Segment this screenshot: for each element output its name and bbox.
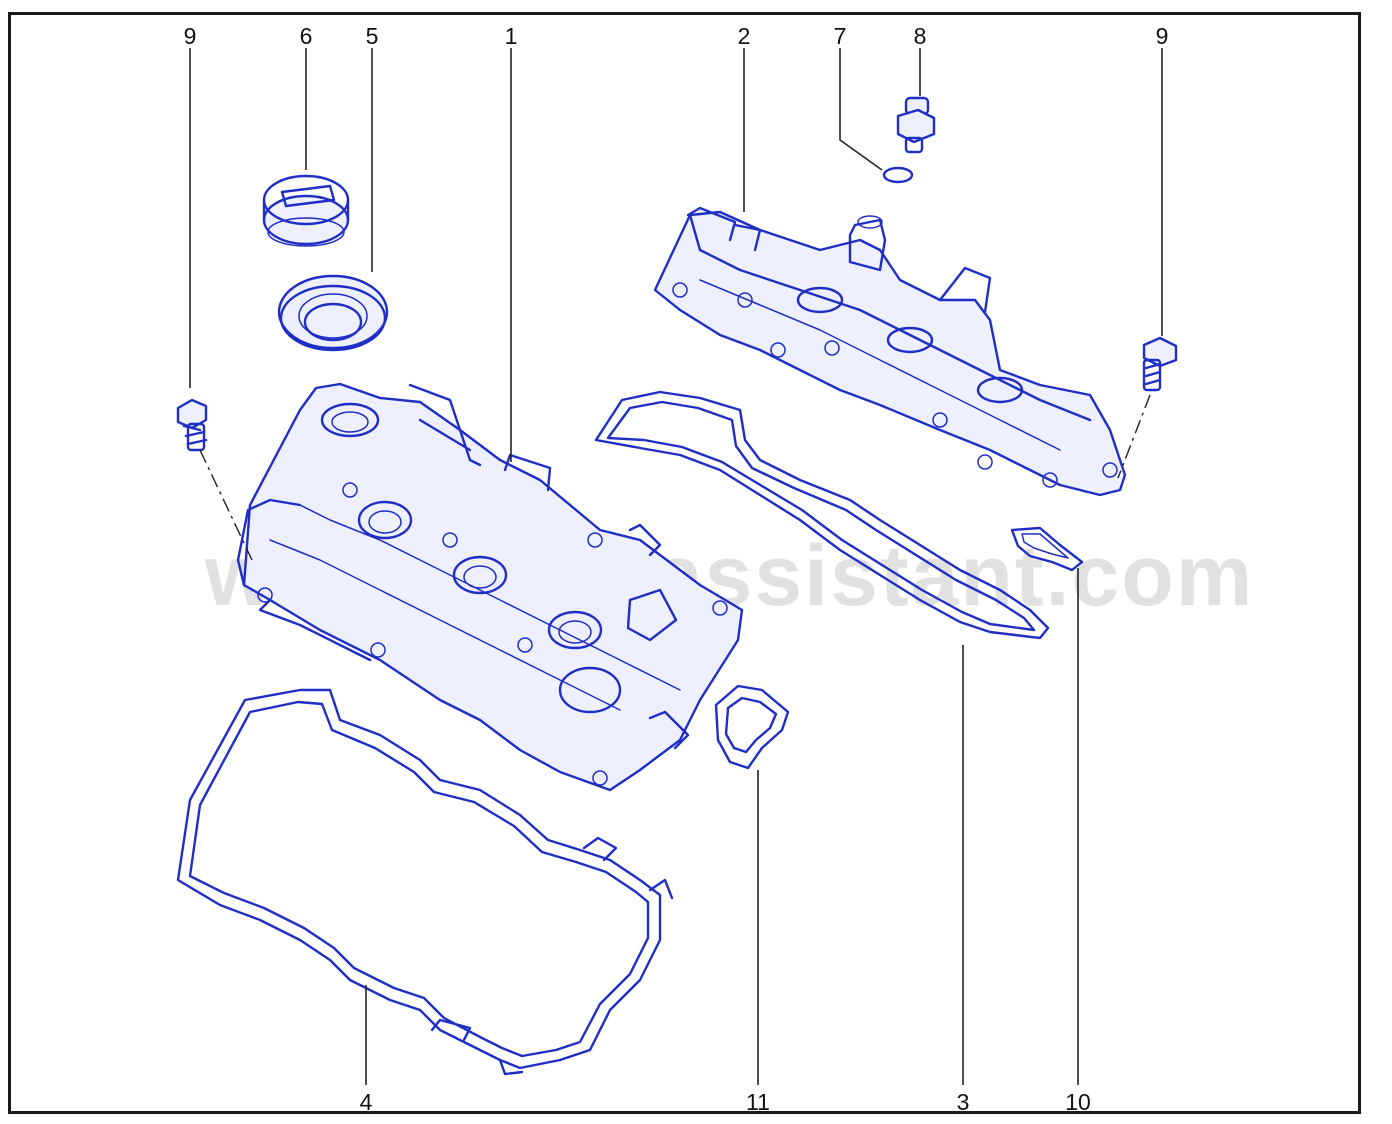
part-bolt-left (176, 398, 208, 452)
part-small-gasket-front (714, 684, 790, 770)
callout-5: 5 (366, 23, 379, 49)
callout-7: 7 (834, 23, 847, 49)
part-gasket-rear (594, 390, 1050, 640)
callout-9-right: 9 (1156, 23, 1169, 49)
callout-labels: 9 6 5 1 2 7 8 9 4 11 3 10 (184, 23, 1169, 1115)
callout-9-left: 9 (184, 23, 197, 49)
callout-8: 8 (914, 23, 927, 49)
callout-1: 1 (505, 23, 518, 49)
part-pcv-fitting (896, 96, 936, 154)
callout-2: 2 (738, 23, 751, 49)
part-valve-cover-front (236, 382, 744, 792)
callout-4: 4 (360, 1089, 373, 1115)
part-gasket-front (176, 688, 674, 1076)
part-valve-cover-rear (653, 206, 1127, 497)
part-bolt-right (1142, 336, 1178, 392)
part-small-gasket-rear (1010, 526, 1084, 572)
callout-11: 11 (746, 1089, 770, 1115)
callout-3: 3 (957, 1089, 970, 1115)
part-filler-seal (277, 274, 389, 352)
part-oil-filler-cap (262, 174, 350, 247)
callout-6: 6 (300, 23, 313, 49)
leader-lines (189, 48, 1163, 1085)
part-o-ring (882, 166, 914, 184)
callout-10: 10 (1065, 1089, 1091, 1115)
diagram-frame (8, 12, 1361, 1114)
